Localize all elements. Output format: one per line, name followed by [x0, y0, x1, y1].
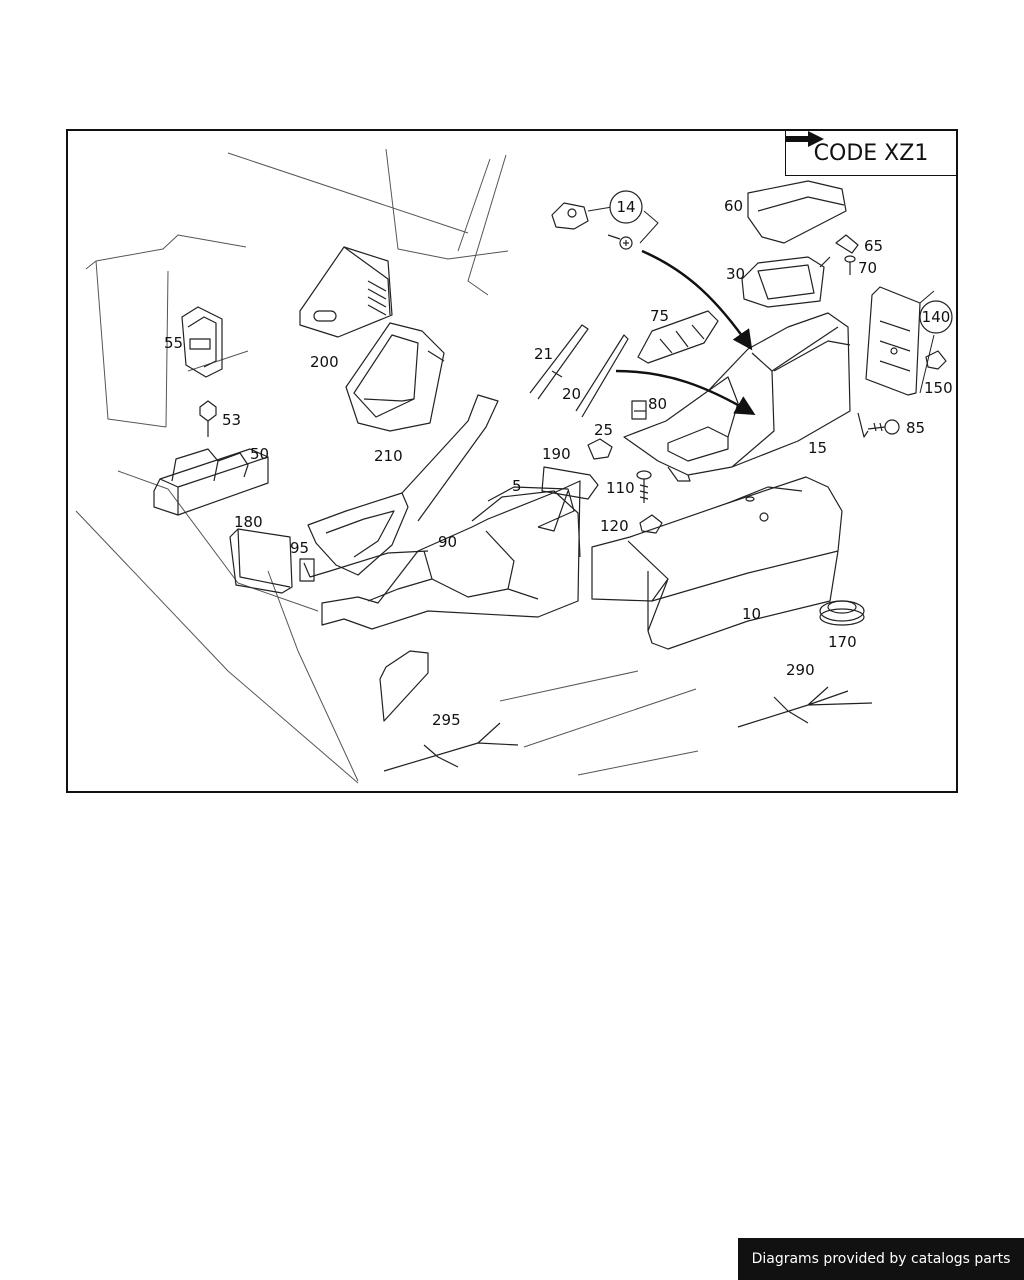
label-55: 55: [164, 334, 183, 352]
part-14-pad: [551, 202, 589, 230]
label-75: 75: [650, 307, 669, 325]
label-25: 25: [594, 421, 613, 439]
part-170-grommet: [819, 600, 865, 626]
part-95-clip: [299, 558, 315, 582]
part-290-harness: [737, 686, 873, 728]
label-90: 90: [438, 533, 457, 551]
label-190: 190: [542, 445, 571, 463]
part-75-liner: [637, 310, 719, 364]
callout-circle-140: 140: [919, 300, 953, 334]
part-80-clip: [631, 400, 647, 420]
label-120: 120: [600, 517, 629, 535]
code-label: CODE XZ1: [813, 140, 929, 166]
svg-text:14: 14: [616, 198, 635, 216]
part-90-trim: [307, 394, 499, 576]
label-21: 21: [534, 345, 553, 363]
label-20: 20: [562, 385, 581, 403]
label-50: 50: [250, 445, 269, 463]
part-85-screw: [857, 412, 900, 438]
credit-text: Diagrams provided by catalogs parts: [751, 1251, 1011, 1267]
label-210: 210: [374, 447, 403, 465]
label-30: 30: [726, 265, 745, 283]
part-55-bracket: [181, 306, 223, 378]
part-180-tray: [229, 528, 293, 594]
label-150: 150: [924, 379, 953, 397]
label-290: 290: [786, 661, 815, 679]
credit-badge: Diagrams provided by catalogs parts: [738, 1238, 1024, 1280]
svg-text:140: 140: [922, 308, 951, 326]
part-110-screw: [636, 470, 652, 503]
part-70-screw: [844, 255, 856, 275]
right-arrow-icon: [786, 131, 824, 147]
label-10: 10: [742, 605, 761, 623]
part-210-bin: [345, 322, 445, 432]
part-50-cover: [153, 448, 269, 516]
label-65: 65: [864, 237, 883, 255]
part-60-armrest-lid: [747, 180, 847, 244]
part-200-panel: [299, 246, 393, 338]
part-labels: 55 53 50 180 95 200 210 90 5 21 20 25 80…: [164, 197, 953, 729]
part-20-rail: [575, 334, 629, 418]
callout-circle-14: 14: [609, 190, 643, 224]
parts-diagram: 14 140 55 53 50 180 95 200 210 90 5 21 2…: [66, 129, 958, 793]
label-60: 60: [724, 197, 743, 215]
part-5-front-console: [309, 480, 581, 722]
part-120-clip: [639, 514, 663, 534]
label-15: 15: [808, 439, 827, 457]
label-295: 295: [432, 711, 461, 729]
leader-lines: [587, 206, 935, 394]
exploded-view-drawing: 14 140 55 53 50 180 95 200 210 90 5 21 2…: [75, 148, 953, 784]
part-53-screw: [199, 400, 217, 437]
part-190-strip: [541, 466, 599, 500]
part-65-clip: [835, 234, 859, 254]
label-170: 170: [828, 633, 857, 651]
label-180: 180: [234, 513, 263, 531]
label-53: 53: [222, 411, 241, 429]
label-80: 80: [648, 395, 667, 413]
part-10-rear-console: [591, 476, 843, 650]
floor-guide-lines: [499, 670, 699, 776]
part-295-harness: [383, 722, 519, 772]
code-box: CODE XZ1: [785, 131, 956, 176]
part-150-clip: [925, 350, 947, 370]
label-110: 110: [606, 479, 635, 497]
label-85: 85: [906, 419, 925, 437]
label-5: 5: [512, 477, 522, 495]
label-70: 70: [858, 259, 877, 277]
part-14-screw: [607, 234, 633, 250]
part-140-panel: [865, 286, 921, 396]
label-200: 200: [310, 353, 339, 371]
part-30-tray: [741, 256, 831, 308]
label-95: 95: [290, 539, 309, 557]
vehicle-body-outline: [75, 148, 509, 784]
part-21-rail: [529, 324, 589, 400]
assembly-arrow-14: [641, 249, 753, 351]
part-25-clip: [587, 438, 613, 460]
assembly-arrow-20: [615, 369, 756, 416]
